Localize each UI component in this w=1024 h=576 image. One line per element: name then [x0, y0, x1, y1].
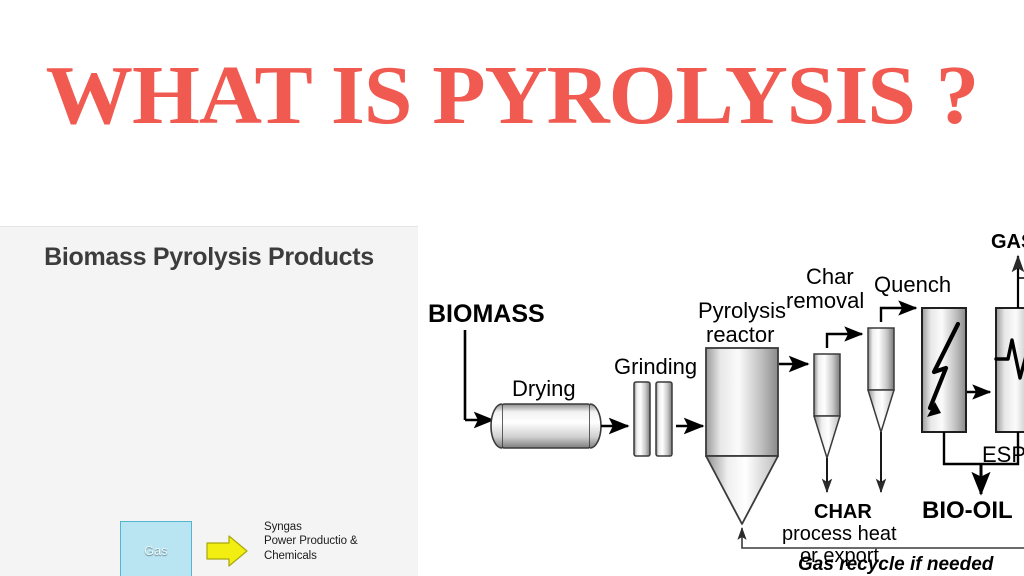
gas-recycle-loop: [737, 527, 1024, 549]
biomass-inlet-arrow: [463, 330, 495, 429]
label-char-removal-2: removal: [786, 288, 864, 313]
label-grinding: Grinding: [614, 354, 697, 379]
char-removal-cyclone-1: [813, 353, 841, 459]
grinding-rolls: [633, 381, 673, 457]
label-char: CHAR: [814, 501, 872, 523]
pyrolysis-reactor-vessel: [705, 347, 779, 525]
label-gas: GAS: [991, 231, 1024, 253]
pyrolysis-process-flow-diagram: BIOMASS Drying Grinding Pyrolysis reacto…: [418, 226, 1024, 576]
label-char-removal-1: Char: [806, 264, 854, 289]
label-bio-oil: BIO-OIL: [922, 497, 1013, 524]
quench-column: [921, 307, 967, 433]
bio-oil-outlet: [942, 432, 1020, 496]
product-block-gas: Gas: [120, 521, 192, 576]
label-esp: ESP: [982, 442, 1024, 467]
label-quench: Quench: [874, 272, 951, 297]
gas-outlet-line: [1011, 254, 1024, 308]
label-char-sub-2: or export: [800, 545, 879, 567]
label-drying: Drying: [512, 376, 576, 401]
cyclone1-to-cyclone2-arrow: [825, 326, 864, 348]
label-pyrolysis-reactor-2: reactor: [706, 322, 774, 347]
esp-column: [994, 307, 1024, 433]
char-removal-cyclone-2: [867, 327, 895, 433]
cyclone2-to-quench-arrow: [879, 300, 918, 322]
drying-drum: [490, 403, 602, 449]
label-biomass: BIOMASS: [428, 300, 545, 328]
page-title: WHAT IS PYROLYSIS ?: [45, 49, 980, 142]
biomass-products-panel: Biomass Pyrolysis Products Pyrolysis Gas…: [0, 226, 419, 576]
label-pyrolysis-reactor-1: Pyrolysis: [698, 298, 786, 323]
label-char-sub-1: process heat: [782, 523, 897, 545]
product-arrow-gas-icon: [205, 534, 249, 568]
label-gas-recycle: Gas recycle if needed: [798, 554, 994, 575]
biomass-products-title: Biomass Pyrolysis Products: [44, 243, 374, 271]
